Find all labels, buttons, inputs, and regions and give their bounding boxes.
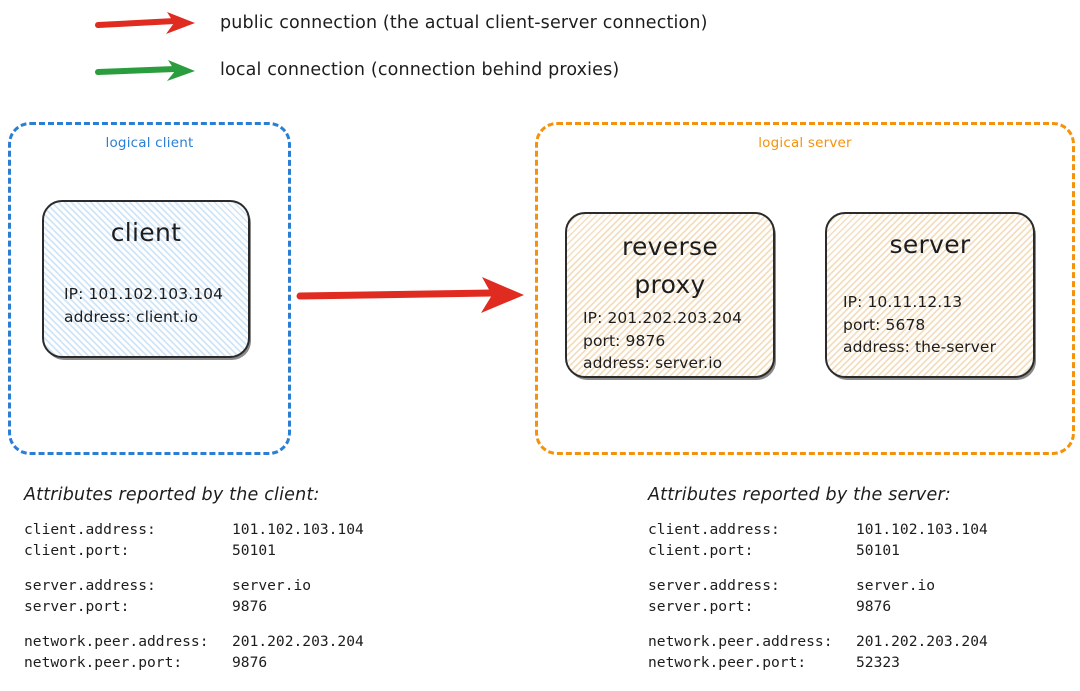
logical-client-caption: logical client <box>105 135 194 151</box>
attribute-row: network.peer.address: 201.202.203.204 <box>648 631 988 652</box>
client-attributes-group: network.peer.address: 201.202.203.204 ne… <box>24 631 364 673</box>
attribute-value: 9876 <box>856 598 892 615</box>
attribute-value: 50101 <box>856 542 900 559</box>
legend-label-public-connection: public connection (the actual client-ser… <box>220 13 708 33</box>
public-connection-arrow <box>296 277 524 313</box>
node-reverse-proxy-title: reverse proxy <box>621 232 719 299</box>
server-attributes-group: server.address: server.io server.port: 9… <box>648 575 988 617</box>
server-attributes-group: client.address: 101.102.103.104 client.p… <box>648 519 988 561</box>
node-client-title: client <box>110 218 182 247</box>
logical-server-caption: logical server <box>758 135 852 151</box>
attribute-key: client.address: <box>648 521 780 538</box>
client-attributes-heading: Attributes reported by the client: <box>24 485 320 505</box>
logical-client-group: logical client <box>8 122 291 455</box>
attribute-key: server.port: <box>648 598 754 615</box>
legend-label-local-connection: local connection (connection behind prox… <box>220 60 620 80</box>
node-reverse-proxy: reverse proxy IP: 201.202.203.204 port: … <box>565 212 775 378</box>
client-attributes-block: Attributes reported by the client: clien… <box>24 485 364 673</box>
attribute-value: 9876 <box>232 598 268 615</box>
server-attributes-heading: Attributes reported by the server: <box>648 485 951 505</box>
legend-item-local-connection: local connection (connection behind prox… <box>95 55 619 85</box>
attribute-value: 101.102.103.104 <box>856 521 988 538</box>
attribute-value: 201.202.203.204 <box>856 633 988 650</box>
attribute-value: 9876 <box>232 654 268 671</box>
attribute-row: server.port: 9876 <box>24 596 364 617</box>
logical-server-group: logical server <box>535 122 1075 455</box>
server-attributes-block: Attributes reported by the server: clien… <box>648 485 988 673</box>
attribute-value: 101.102.103.104 <box>232 521 364 538</box>
attribute-value: 50101 <box>232 542 276 559</box>
attribute-key: network.peer.port: <box>24 654 183 671</box>
attribute-row: client.port: 50101 <box>648 540 988 561</box>
attribute-key: network.peer.address: <box>648 633 833 650</box>
attribute-key: client.address: <box>24 521 156 538</box>
node-client-detail-ip: IP: 101.102.103.104 <box>64 285 224 303</box>
node-server-details: IP: 10.11.12.13 port: 5678 address: the-… <box>843 291 1017 359</box>
client-attributes-group: client.address: 101.102.103.104 client.p… <box>24 519 364 561</box>
attribute-key: client.port: <box>648 542 754 559</box>
attribute-row: client.port: 50101 <box>24 540 364 561</box>
red-arrow-icon <box>95 12 195 34</box>
attribute-value: server.io <box>232 577 312 594</box>
attribute-key: network.peer.port: <box>648 654 807 671</box>
server-attributes-group: network.peer.address: 201.202.203.204 ne… <box>648 631 988 673</box>
node-reverse-proxy-detail-port: port: 9876 <box>583 331 666 350</box>
node-server: server IP: 10.11.12.13 port: 5678 addres… <box>825 212 1035 378</box>
attribute-row: server.address: server.io <box>648 575 988 596</box>
attribute-key: server.address: <box>648 577 780 594</box>
attribute-key: server.port: <box>24 598 130 615</box>
client-attributes-group: server.address: server.io server.port: 9… <box>24 575 364 617</box>
node-reverse-proxy-detail-ip: IP: 201.202.203.204 <box>583 309 743 327</box>
legend-item-public-connection: public connection (the actual client-ser… <box>95 8 708 38</box>
node-reverse-proxy-details: IP: 201.202.203.204 port: 9876 address: … <box>583 307 757 375</box>
attribute-value: server.io <box>856 577 936 594</box>
attribute-key: server.address: <box>24 577 156 594</box>
attribute-row: client.address: 101.102.103.104 <box>648 519 988 540</box>
attribute-row: client.address: 101.102.103.104 <box>24 519 364 540</box>
attribute-row: network.peer.address: 201.202.203.204 <box>24 631 364 652</box>
node-server-detail-port: port: 5678 <box>843 315 926 334</box>
attribute-key: network.peer.address: <box>24 633 209 650</box>
green-arrow-icon <box>95 60 195 81</box>
node-client-detail-address: address: client.io <box>64 307 199 326</box>
attribute-key: client.port: <box>24 542 130 559</box>
node-server-title: server <box>889 230 971 259</box>
node-server-detail-address: address: the-server <box>843 338 997 357</box>
node-client: client IP: 101.102.103.104 address: clie… <box>42 200 250 358</box>
node-client-details: IP: 101.102.103.104 address: client.io <box>60 283 232 328</box>
attribute-row: server.address: server.io <box>24 575 364 596</box>
attribute-value: 201.202.203.204 <box>232 633 364 650</box>
attribute-row: network.peer.port: 9876 <box>24 652 364 673</box>
node-reverse-proxy-detail-address: address: server.io <box>583 354 723 373</box>
attribute-row: server.port: 9876 <box>648 596 988 617</box>
attribute-row: network.peer.port: 52323 <box>648 652 988 673</box>
node-server-detail-ip: IP: 10.11.12.13 <box>843 293 963 311</box>
attribute-value: 52323 <box>856 654 900 671</box>
